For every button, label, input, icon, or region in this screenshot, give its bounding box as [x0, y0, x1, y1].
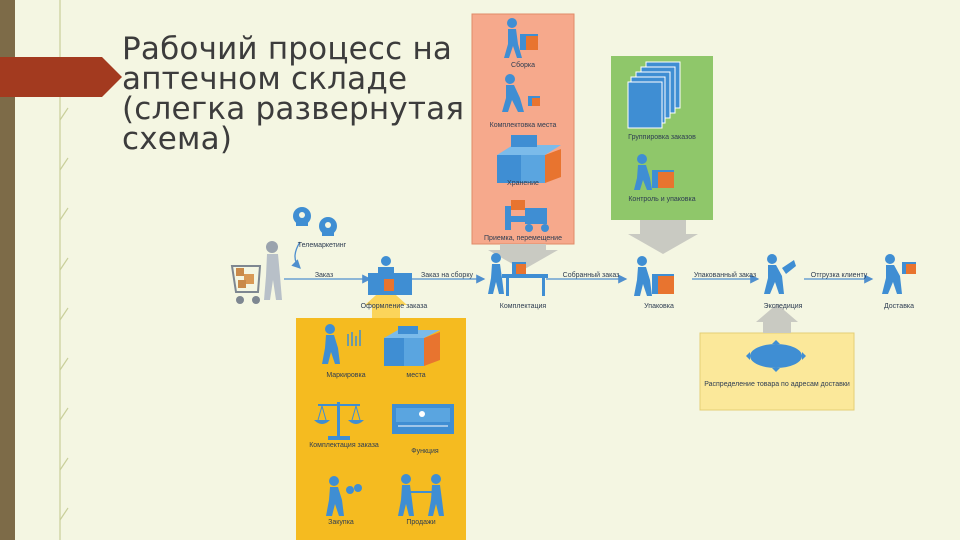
picker-at-table-icon: [488, 253, 548, 296]
label-dostavka: Доставка: [883, 303, 915, 310]
label-telemarketing: Телемаркетинг: [297, 242, 347, 249]
edge-label-otgruzka: Отгрузка клиенту: [810, 272, 868, 279]
edge-label-upakovanny: Упакованный заказ: [693, 272, 757, 279]
label-komplektovka: Комплектовка места: [489, 122, 557, 129]
label-order-form: Оформление заказа: [360, 303, 428, 310]
telephone-icon: [293, 207, 311, 226]
label-komplektatsiya-zakaza: Комплектация заказа: [309, 442, 379, 449]
label-priemka: Приемка, перемещение: [484, 235, 562, 242]
labeler-icon: [322, 324, 361, 364]
worker-packing-icon: [634, 154, 674, 190]
label-hranenie: Хранение: [507, 180, 539, 187]
edge-label-zakaz: Заказ: [314, 272, 334, 279]
light-yellow-callout-arrow: [756, 304, 798, 333]
courier-icon: [882, 254, 916, 294]
label-prodazhi: Продажи: [406, 519, 436, 526]
label-sborka: Сборка: [511, 62, 535, 69]
label-kontrol: Контроль и упаковка: [628, 196, 696, 203]
title-marker: [0, 57, 122, 97]
storage-boxes-icon: [497, 135, 561, 183]
label-ekspeditsiya: Экспедиция: [763, 303, 803, 310]
edge-label-zakaz-na-sborku: Заказ на сборку: [421, 272, 473, 279]
distribution-hub-icon: [746, 340, 806, 372]
telephone-icon-2: [319, 217, 337, 236]
edge-telemarketing: [291, 241, 301, 269]
orange-callout-arrow: [488, 244, 558, 270]
worker-picking-icon: [502, 74, 540, 112]
scales-icon: [314, 402, 364, 440]
green-callout-arrow: [628, 220, 698, 254]
label-mesta: места: [406, 372, 426, 379]
edge-label-sobranny: Собранный заказ: [562, 272, 620, 279]
label-markirovka: Маркировка: [326, 372, 366, 379]
documents-stack-icon: [627, 61, 681, 129]
label-raspredelenie: Распределение товара по адресам доставки: [704, 381, 850, 388]
buyer-icon: [326, 476, 362, 516]
label-komplektatsiya: Комплектация: [499, 303, 547, 310]
side-bar: [0, 0, 15, 540]
sellers-handshake-icon: [398, 474, 444, 516]
shelf-boxes-icon: [384, 326, 440, 366]
label-upakovka: Упаковка: [644, 303, 674, 310]
worker-carrying-box-icon: [504, 18, 538, 58]
order-desk-icon: [368, 256, 412, 295]
slide-title: Рабочий процесс на аптечном складе (слег…: [122, 31, 465, 157]
label-gruppirovka: Группировка заказов: [628, 134, 696, 141]
dispatcher-icon: [764, 254, 796, 294]
packer-icon: [634, 256, 674, 296]
label-funktsiya: Функция: [411, 448, 439, 455]
forklift-icon: [505, 200, 549, 232]
label-zakupka: Закупка: [328, 519, 354, 526]
shopper-with-cart-icon: [230, 241, 282, 304]
yellow-callout-arrow: [365, 286, 407, 318]
screen-board-icon: [392, 404, 454, 434]
